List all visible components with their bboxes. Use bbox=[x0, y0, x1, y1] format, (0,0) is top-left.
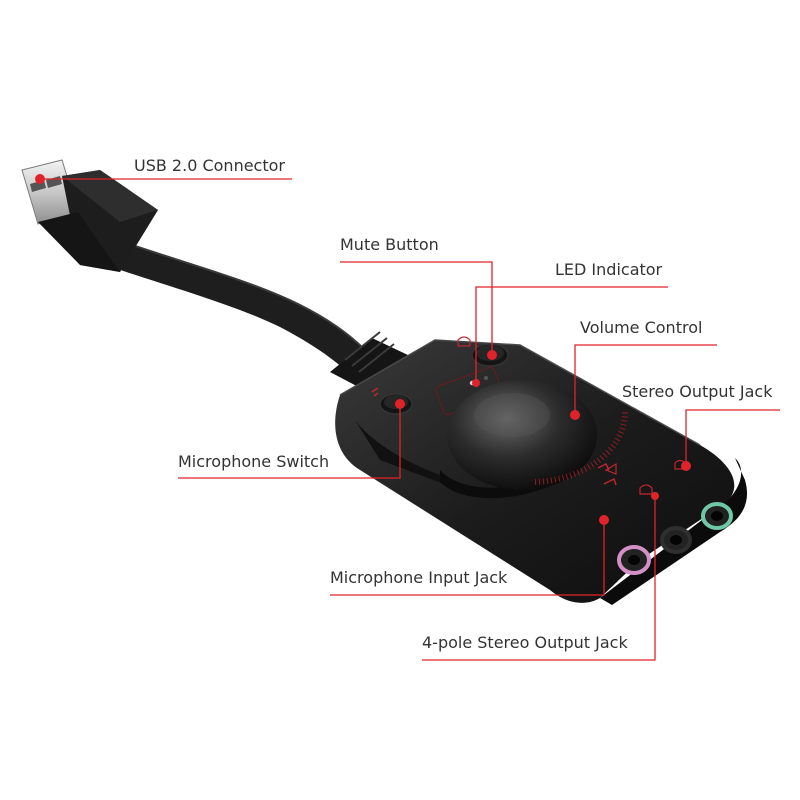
volume-control-leader bbox=[574, 344, 717, 415]
label-microphone-switch: Microphone Switch bbox=[178, 452, 330, 471]
microphone-input-jack-marker bbox=[599, 515, 609, 525]
usb-cable bbox=[105, 239, 410, 392]
callout-lines bbox=[40, 178, 780, 661]
label-led-indicator: LED Indicator bbox=[555, 260, 663, 279]
microphone-switch-marker bbox=[395, 399, 405, 409]
mute-button-leader bbox=[340, 261, 493, 355]
label-mute-button: Mute Button bbox=[340, 235, 439, 254]
label-volume-control: Volume Control bbox=[580, 318, 703, 337]
stereo-output-jack-leader bbox=[685, 409, 780, 466]
label-microphone-input-jack: Microphone Input Jack bbox=[330, 568, 508, 587]
four-pole-output-jack-marker bbox=[651, 492, 659, 500]
mute-button-marker bbox=[487, 350, 497, 360]
label-four-pole-output-jack: 4-pole Stereo Output Jack bbox=[422, 633, 628, 652]
led-indicator-marker bbox=[472, 379, 480, 387]
callout-dots bbox=[35, 174, 691, 525]
usb-connector-marker bbox=[35, 174, 45, 184]
label-usb-connector: USB 2.0 Connector bbox=[134, 156, 285, 175]
volume-knob-shape bbox=[440, 380, 629, 499]
label-stereo-output-jack: Stereo Output Jack bbox=[622, 382, 773, 401]
stereo-output-jack-marker bbox=[681, 461, 691, 471]
microphone-switch-leader bbox=[178, 404, 401, 479]
microphone-input-jack-leader bbox=[330, 520, 605, 596]
jacks-shape bbox=[604, 459, 733, 575]
four-pole-output-jack-leader bbox=[422, 496, 656, 661]
volume-control-marker bbox=[570, 410, 580, 420]
led-indicator-leader bbox=[475, 286, 668, 383]
